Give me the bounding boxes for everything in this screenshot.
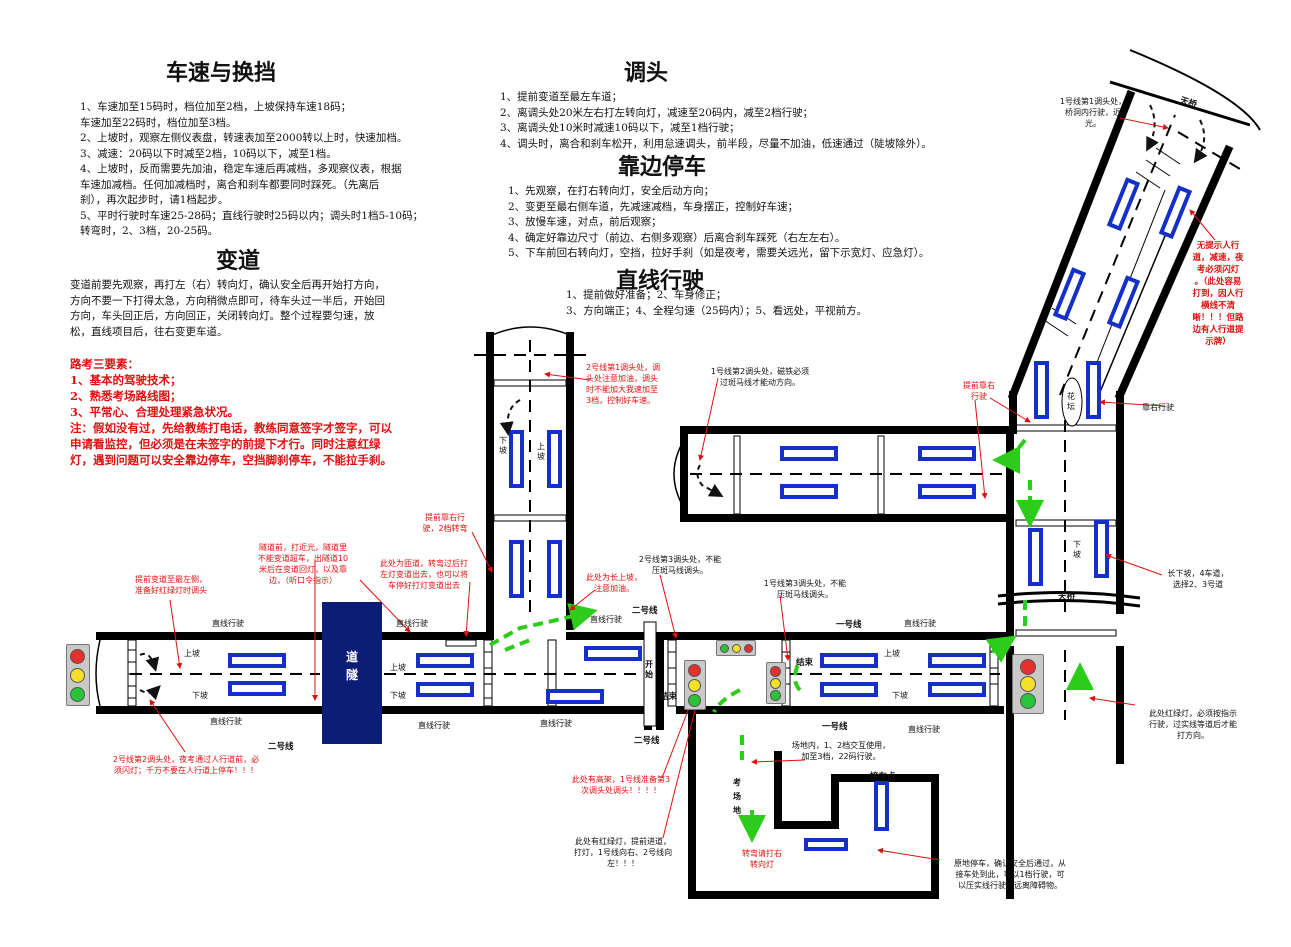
note-no-pedestrian: 无提示人行 道，减速，夜 考必须闪灯 。（此处容易 打到，因人行 横线不清 晰！… — [1192, 241, 1244, 347]
note-bridge-top: 1号线第1调头处， 桥洞内行驶，近 光。 — [1059, 97, 1127, 128]
lane-arrows — [228, 177, 1193, 851]
label-down-3: 下坡 — [892, 691, 908, 700]
traffic-light-center-left — [684, 660, 706, 710]
label-line2-b: 二号线 — [632, 606, 658, 616]
leader-lines — [149, 117, 1216, 861]
note-start-point: 原地停车，确认安全后通过，从 接车处到此，可以1档行驶，可 以压实线行驶，远离障… — [954, 859, 1066, 890]
traffic-light-top — [716, 640, 756, 656]
label-keep-right: 靠右行驶 — [1142, 403, 1174, 412]
note-highway: 此处有高架，1号线准备第3 次调头处调头！！！！ — [571, 775, 671, 795]
label-straight-5: 直线行驶 — [540, 719, 572, 728]
note-site-speed: 场地内，1、2档交互使用， 加至3档，22码行驶。 — [791, 741, 891, 761]
road-test-notes: 路考三要素： 1、基本的驾驶技术； 2、熟悉考场路线图； 3、平常心、合理处理紧… — [70, 357, 392, 467]
label-v-down-2: 下坡 — [1073, 540, 1081, 559]
label-straight-1: 直线行驶 — [212, 619, 244, 628]
label-v-down-1: 下坡 — [499, 436, 507, 455]
u-turn-title: 调头 — [624, 60, 669, 86]
label-end-a: 结束 — [660, 692, 678, 702]
label-straight-2: 直线行驶 — [210, 717, 242, 726]
note-tunnel: 隧道前，打近光，隧道里 不能变道超车，出隧道10 米后在变道回灯，以及靠 边，（… — [257, 543, 349, 585]
traffic-light-right — [1012, 654, 1044, 714]
straight-title: 直线行驶 — [616, 268, 705, 294]
note-right-turn-light: 转弯请打右 转向灯 — [742, 849, 782, 869]
traffic-light-left — [66, 644, 90, 706]
label-straight-8: 直线行驶 — [908, 725, 940, 734]
label-up-3: 上坡 — [884, 649, 900, 658]
note-keep-right-top: 提前靠右 行驶 — [963, 381, 995, 401]
speed-title: 车速与换挡 — [166, 60, 277, 86]
note-merge: 此处为匝道，转弯过后打 左灯变道出去，也可以将 车停好打灯变道出去 — [380, 559, 468, 590]
label-down-1: 下坡 — [192, 691, 208, 700]
note-line2-uturn1: 2号线第1调头处，调 头处注意加油，调头 时不能加大我速加至 3档，控制好车速。 — [586, 363, 661, 405]
label-up-2: 上坡 — [390, 663, 406, 672]
note-line2-uturn3: 2号线第3调头处，不能 压斑马线调头。 — [638, 555, 722, 575]
note-line1-uturn3: 1号线第3调头处，不能 压斑马线调头。 — [763, 579, 847, 599]
label-up-1: 上坡 — [184, 649, 200, 658]
lane-change-title: 变道 — [216, 248, 261, 274]
label-exam-site: 接车点 — [870, 772, 896, 782]
note-red-light-bottom: 此处有红绿灯，提前进道， 打灯，1号线向右、2号线向 左！！！ — [573, 837, 673, 868]
label-huatan: 花 坛 — [1067, 392, 1075, 411]
straight-text: 1、提前做好准备；2、车身修正； 3、方向端正；4、全程匀速（25码内）；5、看… — [566, 289, 868, 317]
label-line2-a: 二号线 — [268, 742, 294, 752]
label-line2-c: 二号线 — [634, 736, 660, 746]
tunnel — [322, 602, 382, 744]
label-bridge-mid: 天桥 — [1058, 592, 1076, 602]
note-red-light-right: 此处红绿灯，必须按指示 行驶，过实线等道后才能 打方向。 — [1149, 709, 1237, 740]
pull-over-text: 1、先观察，在打右转向灯，安全后动方向； 2、变更至最右侧车道，先减速减档，车身… — [508, 185, 930, 259]
speed-text: 1、车速加至15码时，档位加至2档，上坡保持车速18码； 车速加至22码时，档位… — [80, 101, 424, 237]
note-uphill-gas: 此处为长上坡， 注意加油。 — [586, 573, 642, 593]
label-straight-6: 直线行驶 — [590, 615, 622, 624]
label-line1-b: 一号线 — [822, 722, 848, 732]
note-long-downhill: 长下坡，4车道， 选择2、3号道 — [1167, 569, 1229, 589]
label-straight-4: 直线行驶 — [418, 721, 450, 730]
label-start: 开始 — [645, 660, 653, 679]
label-down-2: 下坡 — [390, 691, 406, 700]
note-keep-right-mid: 提前靠右行 驶，2档转弯 — [422, 513, 468, 533]
tunnel-label: 道 隧 — [345, 650, 358, 682]
note-left-start: 提前变道至最左侧， 准备好红绿灯时调头 — [135, 575, 207, 595]
label-v-up-1: 上坡 — [537, 442, 545, 461]
label-straight-3: 直线行驶 — [396, 619, 428, 628]
pull-over-title: 靠边停车 — [618, 154, 707, 180]
lane-change-text: 变道前要先观察，再打左（右）转向灯，确认安全后再开始打方向， 方向不要一下打得太… — [70, 279, 385, 338]
label-line1-a: 一号线 — [836, 620, 862, 630]
label-straight-7: 直线行驶 — [904, 619, 936, 628]
route-arrows — [489, 438, 1094, 843]
note-line2-uturn2: 2号线第2调头处，夜考通过人行道前，必 须闪灯；千万不要在人行道上停车！！！ — [112, 755, 260, 775]
note-line1-uturn2: 1号线第2调头处，磁铁必须 过斑马线才能动方向。 — [710, 367, 810, 387]
traffic-light-center-right — [766, 662, 786, 704]
u-turn-text: 1、提前变道至最左车道； 2、离调头处20米左右打左转向灯，减速至20码内，减至… — [500, 91, 932, 150]
label-end-b: 结束 — [796, 658, 814, 668]
label-venue: 考 场 地 — [733, 778, 741, 815]
